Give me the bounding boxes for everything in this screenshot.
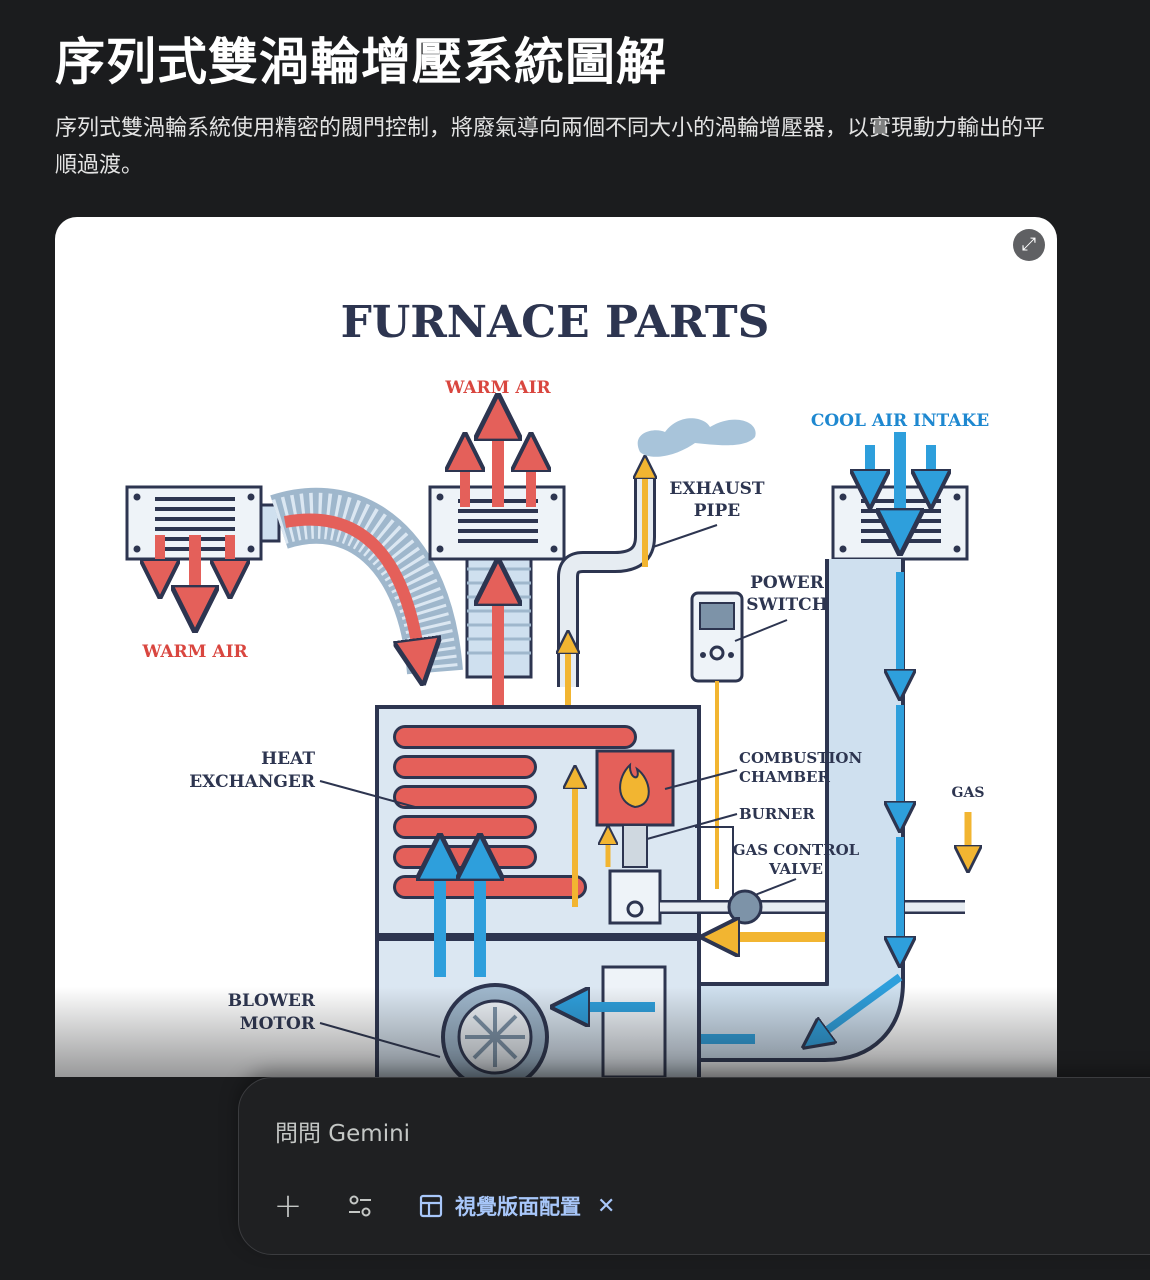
page-description: 序列式雙渦輪系統使用精密的閥門控制，將廢氣導向兩個不同大小的渦輪增壓器，以實現動… bbox=[55, 116, 1046, 178]
smoke bbox=[637, 418, 756, 457]
label-gas: GAS bbox=[952, 785, 985, 801]
label-cool-air-intake: COOL AIR INTAKE bbox=[811, 411, 989, 431]
exhaust-pipe bbox=[560, 477, 653, 687]
tune-icon bbox=[349, 1195, 371, 1217]
plus-icon: + bbox=[273, 1186, 303, 1226]
chip-label: 視覺版面配置 bbox=[455, 1195, 581, 1219]
label-combustion-chamber-2: CHAMBER bbox=[739, 768, 830, 786]
label-exhaust-pipe-2: PIPE bbox=[694, 501, 741, 521]
cool-air-arrows bbox=[645, 432, 931, 1039]
warm-air-arrows-left bbox=[160, 535, 230, 609]
air-filter bbox=[601, 965, 667, 1077]
visual-layout-chip[interactable]: 視覺版面配置 ✕ bbox=[419, 1191, 615, 1221]
gas-control-valve bbox=[727, 889, 763, 925]
label-power-switch-2: SWITCH bbox=[746, 595, 828, 615]
burner bbox=[622, 824, 648, 868]
label-gas-control-valve-2: VALVE bbox=[768, 860, 823, 878]
label-heat-exchanger-1: HEAT bbox=[261, 749, 315, 769]
chat-input-box[interactable]: 問問 Gemini + 視覺版面配置 ✕ bbox=[238, 1077, 1150, 1255]
power-switch bbox=[690, 591, 744, 683]
flame-icon bbox=[619, 762, 650, 809]
label-burner: BURNER bbox=[739, 805, 815, 823]
furnace-diagram: FURNACE PARTS WARM AIR bbox=[125, 297, 989, 1077]
label-exhaust-pipe-1: EXHAUST bbox=[669, 479, 765, 499]
left-vent bbox=[125, 485, 281, 561]
chat-input[interactable]: 問問 Gemini bbox=[275, 1121, 411, 1147]
chip-close-button[interactable]: ✕ bbox=[597, 1194, 615, 1219]
label-warm-air-left: WARM AIR bbox=[141, 642, 248, 662]
flex-duct bbox=[270, 487, 463, 675]
diagram-title: FURNACE PARTS bbox=[341, 297, 770, 348]
heat-exchanger bbox=[396, 728, 634, 896]
label-gas-control-valve-1: GAS CONTROL bbox=[733, 841, 860, 859]
label-combustion-chamber-1: COMBUSTION bbox=[739, 749, 862, 767]
chat-toolbar: + 視覺版面配置 ✕ bbox=[273, 1186, 616, 1226]
label-blower-motor-2: MOTOR bbox=[240, 1014, 316, 1034]
label-power-switch-1: POWER bbox=[750, 573, 825, 593]
expand-diagonal-icon: ⤢ bbox=[1021, 234, 1037, 255]
close-icon: ✕ bbox=[597, 1193, 616, 1219]
label-blower-motor-1: BLOWER bbox=[228, 991, 316, 1011]
layout-icon bbox=[419, 1194, 443, 1218]
add-button[interactable]: + bbox=[273, 1186, 303, 1226]
label-warm-air-top: WARM AIR bbox=[444, 378, 551, 398]
expand-button[interactable]: ⤢ bbox=[1013, 229, 1045, 261]
page-title: 序列式雙渦輪增壓系統圖解 bbox=[55, 33, 667, 91]
tools-button[interactable] bbox=[345, 1186, 375, 1226]
image-card[interactable]: FURNACE PARTS WARM AIR bbox=[55, 217, 1057, 1077]
warm-air-arrows-top bbox=[465, 417, 531, 717]
label-heat-exchanger-2: EXCHANGER bbox=[189, 772, 316, 792]
